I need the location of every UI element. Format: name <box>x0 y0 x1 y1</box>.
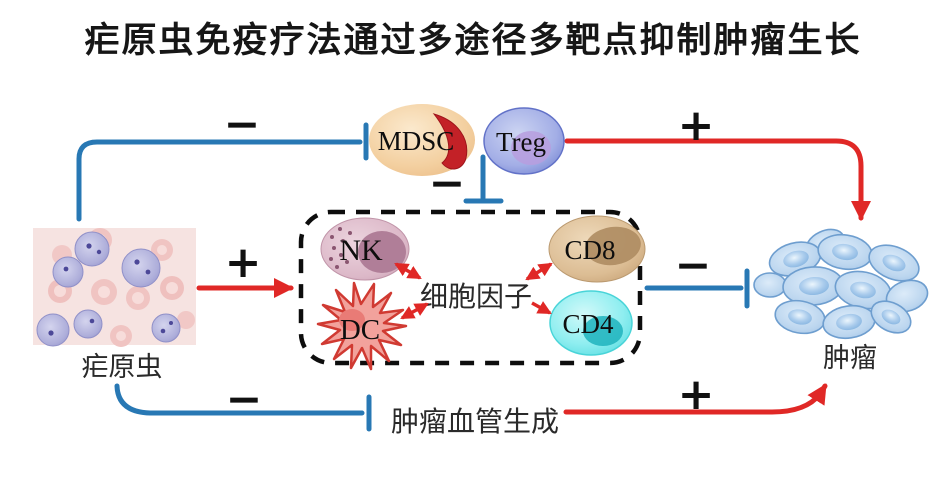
tumor-cell-cluster <box>753 228 929 340</box>
sign-immune-to-tumor: − <box>675 240 712 291</box>
cd4-cell: CD4 <box>549 290 633 356</box>
promote-edge-treg-to-tumor <box>564 138 871 221</box>
sign-angiogenesis-to-tumor: + <box>678 369 715 420</box>
label-cd8: CD8 <box>564 235 615 265</box>
dc-cell: DC <box>316 281 408 371</box>
sign-treg-to-tumor: + <box>678 100 715 151</box>
label-treg: Treg <box>496 127 546 157</box>
inhibit-edge-malaria-to-mdsc <box>76 122 369 222</box>
double-arrow-nk-cytokines <box>394 262 422 280</box>
label-angiogenesis: 肿瘤血管生成 <box>391 406 559 438</box>
label-malaria: 疟原虫 <box>82 352 163 382</box>
immune-cell-box <box>298 209 643 366</box>
infected-cells <box>36 231 181 347</box>
sign-malaria-to-angiogenesis: − <box>226 374 263 425</box>
malaria-parasite-micrograph <box>33 228 196 347</box>
mdsc-cell: MDSC <box>369 104 475 176</box>
nk-granules <box>329 227 352 269</box>
sign-malaria-to-immune: + <box>225 237 262 288</box>
mdsc-red-blob <box>432 113 468 170</box>
red-blood-cells <box>48 228 195 347</box>
label-nk: NK <box>339 234 383 267</box>
sign-malaria-to-mdsc: − <box>224 99 261 150</box>
label-dc: DC <box>340 314 380 346</box>
label-cd4: CD4 <box>562 309 614 339</box>
treg-cell: Treg <box>483 107 565 175</box>
arrow-cytokines-to-cd4 <box>531 301 552 315</box>
cd8-cell: CD8 <box>548 215 646 283</box>
label-cytokines: 细胞因子 <box>420 281 532 313</box>
label-tumor: 肿瘤 <box>823 343 877 373</box>
promote-edge-angiogenesis-to-tumor <box>563 383 828 415</box>
double-arrow-dc-cytokines <box>400 302 429 320</box>
double-arrow-cd8-cytokines <box>525 262 553 281</box>
label-mdsc: MDSC <box>378 126 455 156</box>
nk-cell: NK <box>320 217 410 281</box>
inhibit-edge-mdsc-to-cytokine-box <box>463 154 504 204</box>
inhibit-edge-malaria-to-angiogenesis <box>114 383 372 432</box>
tumor-nuclei <box>783 243 906 331</box>
figure-title: 疟原虫免疫疗法通过多途径多靶点抑制肿瘤生长 <box>84 20 861 60</box>
inhibit-edge-immune-box-to-tumor <box>644 268 750 309</box>
